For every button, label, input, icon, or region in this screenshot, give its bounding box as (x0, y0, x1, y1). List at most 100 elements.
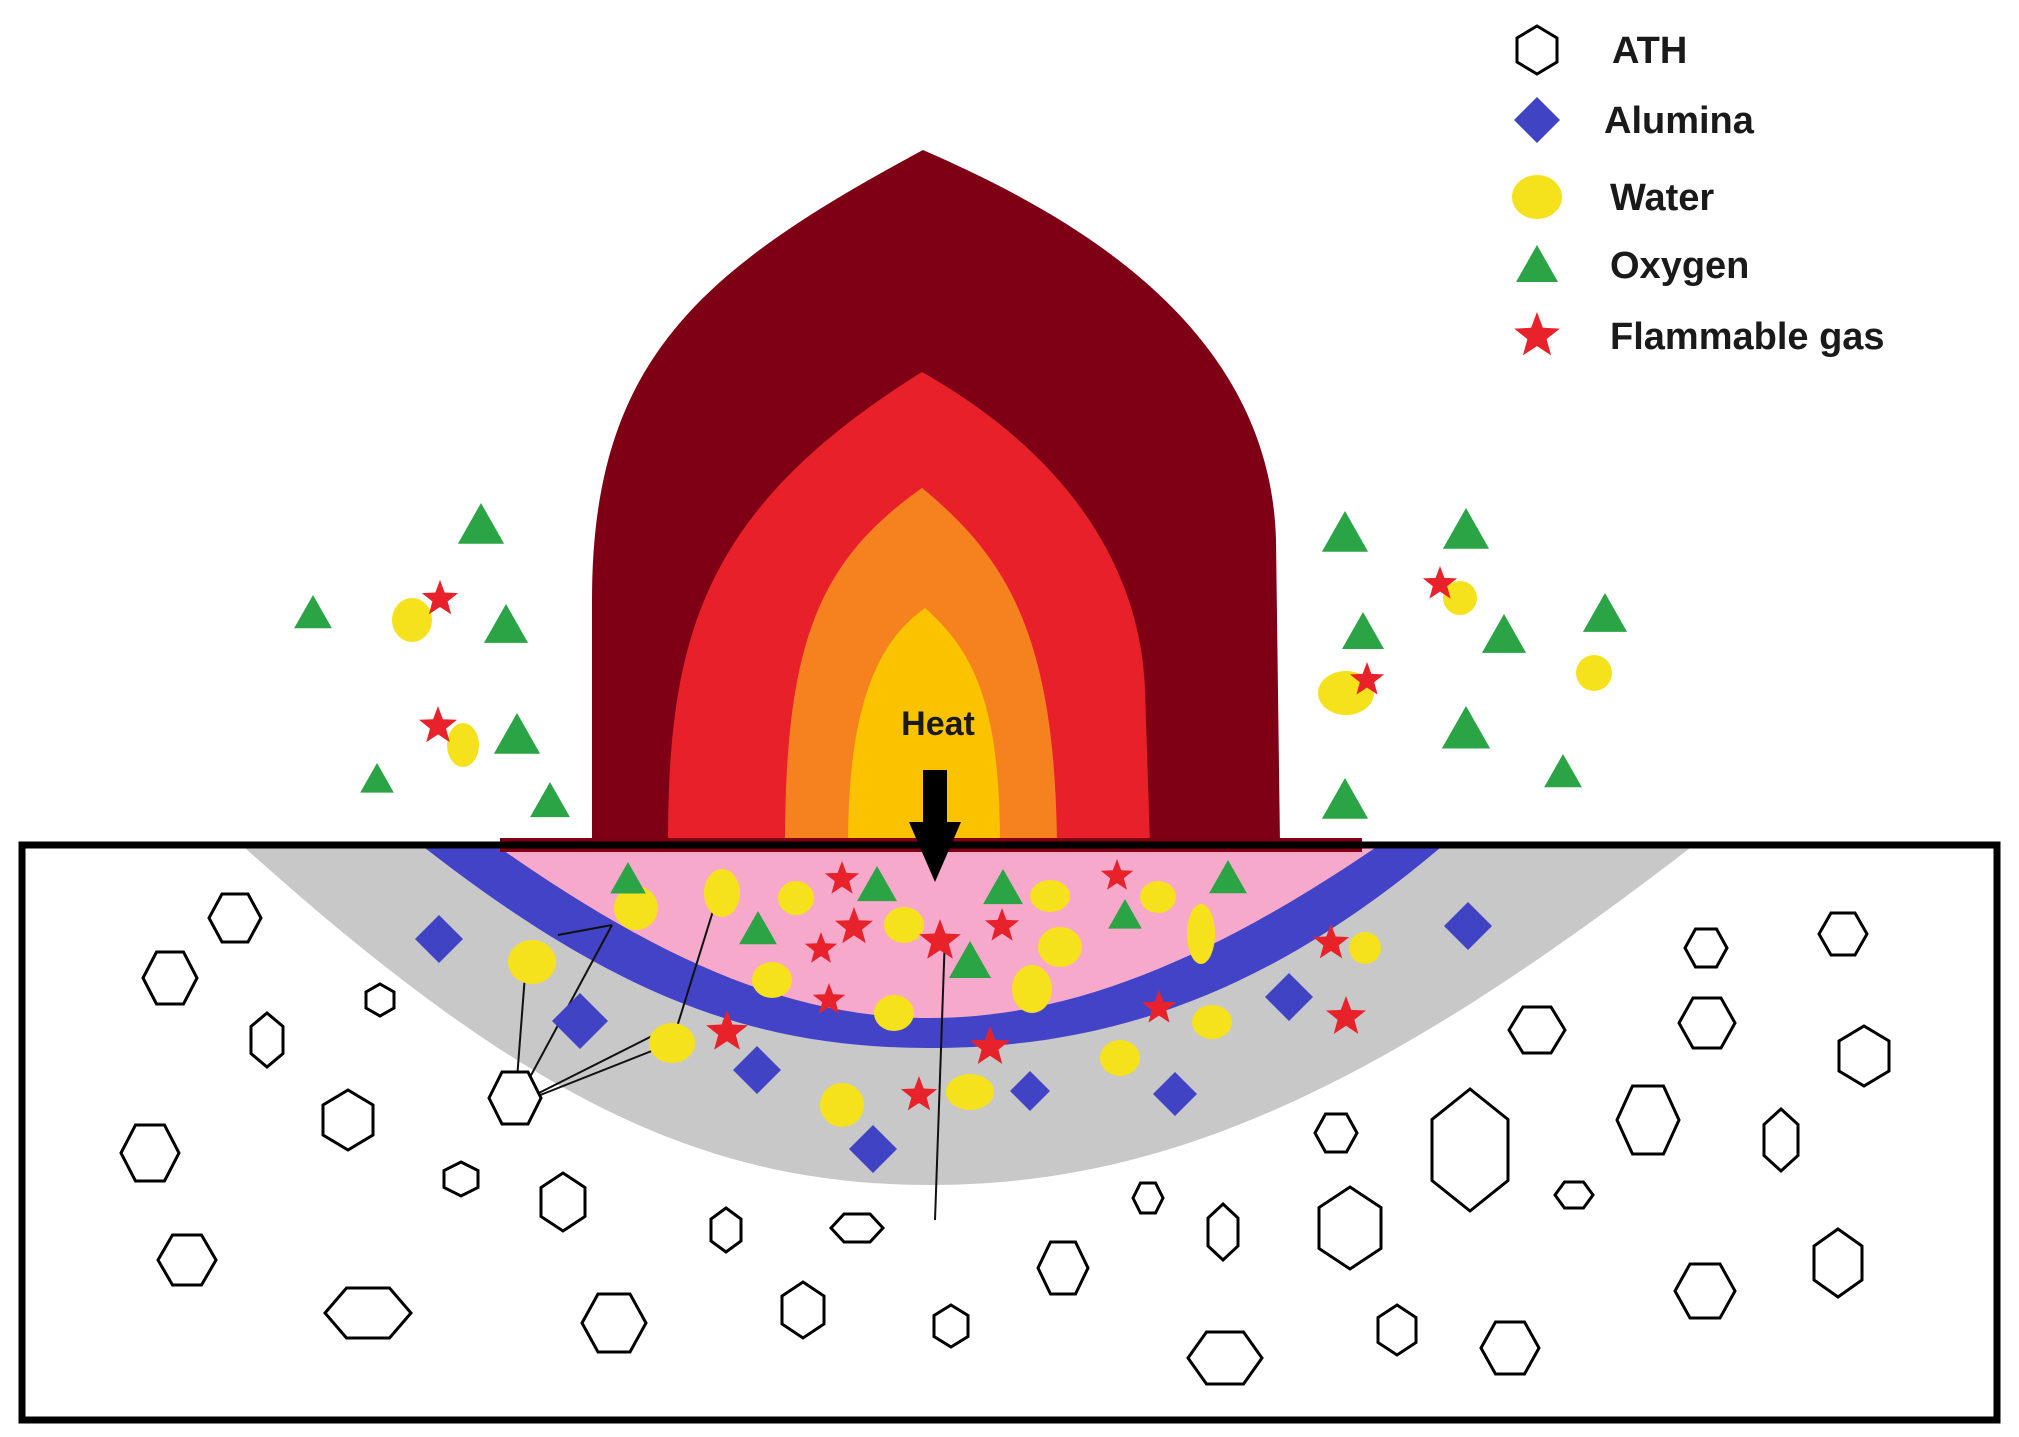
ath-particle (539, 1171, 587, 1233)
alumina-particle (733, 1046, 781, 1094)
oxygen-molecule (610, 862, 646, 894)
oxygen-molecule (1108, 899, 1142, 929)
oxygen-molecule (294, 595, 332, 629)
ath-particle (1313, 1112, 1359, 1154)
ath-particle (156, 1233, 218, 1287)
ath-particle (580, 1292, 648, 1354)
ath-particle (1479, 1320, 1541, 1376)
triangle-icon (1516, 245, 1558, 282)
water-droplet (820, 1083, 864, 1127)
ath-particle (323, 1286, 413, 1340)
ath-particle (828, 1212, 886, 1244)
star-icon (1514, 312, 1560, 356)
ath-particle (1317, 1185, 1383, 1271)
ath-particle (1677, 996, 1737, 1050)
ath-particle (1430, 1087, 1510, 1213)
water-droplet (704, 869, 740, 917)
alumina-particle (1514, 97, 1560, 143)
flammable-gas-molecule (984, 908, 1020, 941)
ath-particle (364, 982, 396, 1018)
water-droplet (1187, 904, 1215, 964)
oxygen-molecule (1582, 593, 1628, 632)
heat-arrow (909, 770, 961, 882)
ath-particle (1837, 1024, 1891, 1088)
alumina-particle (1010, 1071, 1050, 1111)
oxygen-molecule (1516, 245, 1558, 282)
oxygen-molecule (949, 941, 991, 978)
water-droplet (946, 1074, 994, 1110)
ath-particle (1762, 1106, 1800, 1174)
ath-particle (1817, 911, 1869, 957)
ath-particle (321, 1088, 375, 1152)
alumina-particle (415, 915, 463, 963)
flammable-gas-molecule (919, 919, 961, 959)
ath-particle (1507, 1005, 1567, 1055)
ath-particle (1812, 1227, 1864, 1299)
water-droplet (1512, 175, 1562, 219)
flame: Heat (500, 150, 1362, 882)
flammable-gas-molecule (835, 907, 873, 944)
flammable-gas-molecule (706, 1010, 748, 1050)
release-line (514, 1042, 673, 1106)
water-droplet (778, 881, 814, 915)
release-line (934, 934, 946, 1221)
substrate-border (18, 841, 2001, 1424)
oxygen-molecule (1481, 614, 1527, 653)
flammable-gas-molecule (1514, 312, 1560, 356)
alumina-particle (1153, 1072, 1197, 1116)
water-droplet (508, 940, 556, 984)
flammable-gas-molecule (900, 1076, 938, 1111)
flammable-gas-molecule (419, 706, 457, 743)
oxygen-molecule (1321, 778, 1369, 819)
oxygen-molecule (1441, 706, 1491, 749)
water-droplet (1349, 932, 1381, 964)
flammable-gas-molecule (804, 932, 838, 963)
oxygen-molecule (857, 866, 897, 902)
water-droplet (447, 723, 479, 767)
flammable-gas-molecule (1141, 990, 1177, 1023)
heat-label: Heat (901, 705, 975, 743)
ath-particles (119, 892, 1891, 1386)
water-droplet (1100, 1040, 1140, 1076)
water-droplet (614, 886, 658, 930)
water-droplet (874, 995, 914, 1031)
flammable-gas-molecule (1422, 566, 1458, 599)
legend-label: Oxygen (1610, 245, 1749, 287)
water-droplet (1192, 1005, 1232, 1039)
ath-particle (487, 1070, 543, 1126)
ath-particle (1615, 1084, 1681, 1156)
water-droplet (1576, 655, 1612, 691)
water-droplet (1443, 581, 1477, 615)
ath-particle (249, 1011, 285, 1069)
legend-label: Water (1610, 177, 1714, 219)
ath-particle (780, 1280, 826, 1340)
oxygen-molecule (483, 604, 529, 643)
hexagon-outline-icon (1515, 24, 1559, 76)
ath-particle (119, 1123, 181, 1183)
oxygen-molecule (360, 763, 394, 793)
ath-particle (1553, 1180, 1595, 1210)
ath-particle (709, 1206, 743, 1254)
oxygen-molecule (457, 503, 505, 544)
flammable-gas-molecule (1312, 924, 1350, 959)
oxygen-molecule (1544, 754, 1582, 788)
oxygen-molecule (1442, 508, 1490, 549)
oxygen-molecule (530, 782, 570, 818)
ath-particle (141, 950, 199, 1006)
oxygen-molecule (1321, 511, 1369, 552)
water-droplet (1012, 965, 1052, 1013)
flammable-gas-molecule (1349, 662, 1385, 695)
legend-label: Flammable gas (1610, 316, 1885, 358)
ath-particle (1186, 1330, 1264, 1386)
flammable-gas-molecule (1326, 996, 1366, 1034)
water-droplet (884, 907, 924, 943)
circle-icon (1512, 175, 1562, 219)
water-droplet (1030, 880, 1070, 912)
water-droplet (1038, 927, 1082, 967)
flammable-gas-molecule (812, 983, 846, 1014)
flammable-gas-molecule (970, 1026, 1010, 1064)
alumina-particle (849, 1125, 897, 1173)
flammable-gas-molecule (1100, 859, 1134, 890)
oxygen-molecule (739, 911, 777, 945)
